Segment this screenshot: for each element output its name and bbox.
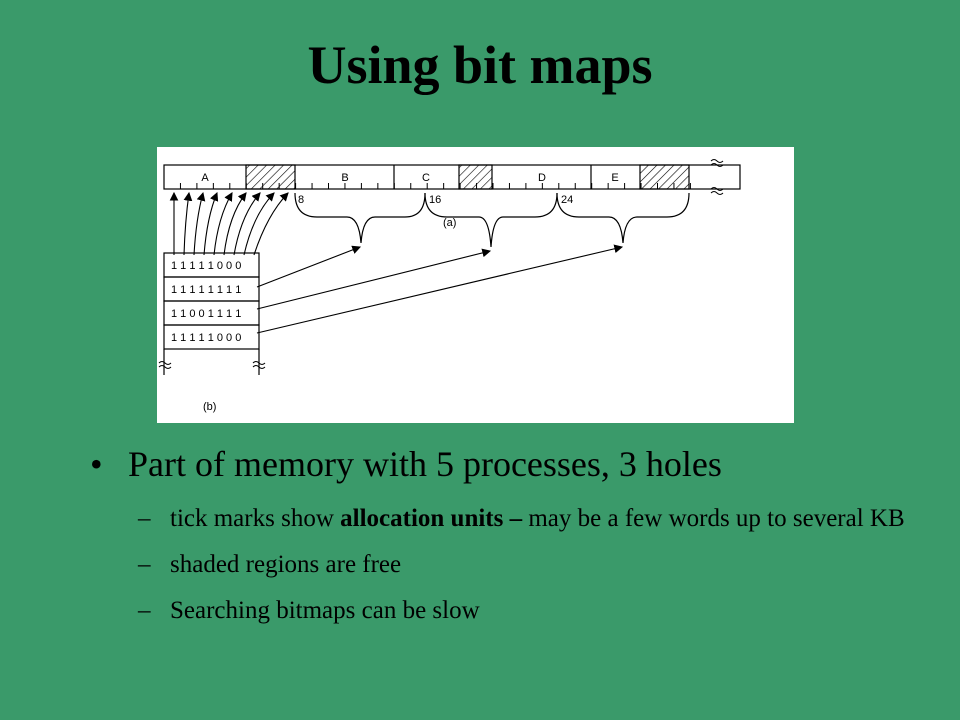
row-braces bbox=[294, 192, 690, 248]
segment-label-b: B bbox=[341, 172, 348, 184]
bullet-list: • Part of memory with 5 processes, 3 hol… bbox=[90, 440, 910, 626]
bitmap-row-4: 1 1 1 1 1 0 0 0 bbox=[171, 332, 241, 344]
table-break-icon bbox=[158, 361, 266, 369]
bullet-main: • Part of memory with 5 processes, 3 hol… bbox=[90, 440, 910, 488]
sub-bullet-1-bold: allocation units – bbox=[340, 505, 523, 532]
bullet-icon: • bbox=[90, 444, 103, 484]
sub-bullet-1-before: tick marks show bbox=[170, 505, 341, 532]
dash-icon: – bbox=[138, 551, 151, 578]
segment-label-d: D bbox=[538, 172, 546, 184]
slide-title: Using bit maps bbox=[307, 35, 653, 95]
segment-label-a: A bbox=[201, 172, 209, 184]
hole-1 bbox=[245, 164, 296, 190]
sub-bullet-1: – tick marks show allocation units – may… bbox=[90, 504, 910, 534]
sub-bullet-2: – shaded regions are free bbox=[90, 550, 910, 580]
dash-icon: – bbox=[138, 505, 151, 532]
segment-label-e: E bbox=[611, 172, 618, 184]
tick-label-8: 8 bbox=[298, 194, 304, 206]
sub-bullet-1-after: may be a few words up to several KB bbox=[522, 505, 905, 532]
caption-b: (b) bbox=[203, 401, 216, 413]
bullet-main-text: Part of memory with 5 processes, 3 holes bbox=[128, 444, 722, 484]
bit-arrows bbox=[169, 191, 289, 256]
hole-2 bbox=[458, 164, 493, 190]
bitmap-table bbox=[163, 252, 260, 375]
hole-3 bbox=[639, 164, 690, 190]
caption-a: (a) bbox=[443, 217, 456, 229]
bitmap-row-2: 1 1 1 1 1 1 1 1 bbox=[171, 284, 241, 296]
sub-bullet-2-text: shaded regions are free bbox=[170, 551, 402, 578]
dash-icon: – bbox=[138, 597, 151, 624]
break-mark-icon bbox=[710, 159, 724, 195]
memory-strip bbox=[163, 164, 741, 190]
diagram-svg: A B C D E 8 16 24 (a) (b) bbox=[158, 159, 741, 413]
bitmap-memory-diagram: A B C D E 8 16 24 (a) (b) bbox=[157, 147, 794, 423]
segment-label-c: C bbox=[422, 172, 430, 184]
tick-label-24: 24 bbox=[561, 194, 573, 206]
sub-bullet-3: – Searching bitmaps can be slow bbox=[90, 596, 910, 626]
tick-label-16: 16 bbox=[429, 194, 441, 206]
row-arrows bbox=[256, 244, 624, 334]
allocation-unit-ticks bbox=[179, 183, 691, 189]
bitmap-row-3: 1 1 0 0 1 1 1 1 bbox=[171, 308, 241, 320]
sub-bullet-3-text: Searching bitmaps can be slow bbox=[170, 597, 480, 624]
bitmap-row-1: 1 1 1 1 1 0 0 0 bbox=[171, 260, 241, 272]
